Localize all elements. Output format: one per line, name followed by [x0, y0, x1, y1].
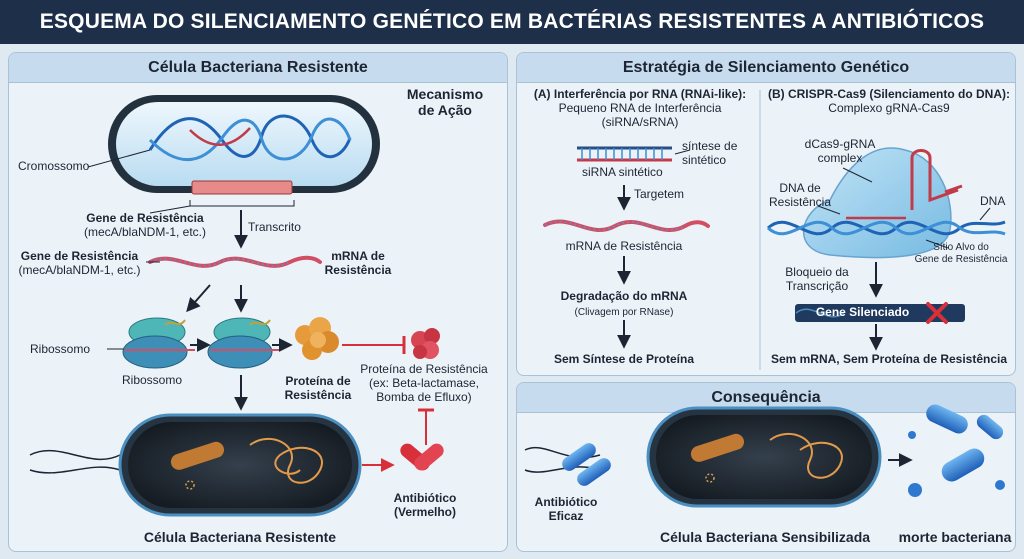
resistance-protein-label: Proteína de Resistência (ex: Beta-lactam… — [358, 362, 490, 404]
resistant-cell-top — [108, 95, 380, 195]
gene-res-mid-sub: (mecA/blaNDM-1, etc.) — [18, 262, 141, 277]
title-bar: ESQUEMA DO SILENCIAMENTO GENÉTICO EM BAC… — [0, 0, 1024, 44]
effective-antibiotic-label: Antibiótico Eficaz — [530, 495, 602, 524]
dcas9-label: dCas9-gRNA complex — [800, 137, 880, 166]
effective-line1: Antibiótico — [534, 495, 598, 509]
target-site-label: Sítio Alvo do Gene de Resistência — [906, 242, 1016, 265]
mrna-strand-left — [148, 255, 322, 268]
bacterial-death-label: morte bacteriana — [898, 529, 1012, 545]
gene-resistance-top-label: Gene de Resistência (mecA/blaNDM-1, etc.… — [70, 211, 220, 240]
red-antibiotic-blob — [411, 328, 440, 359]
protein-line2: Resistência — [284, 387, 352, 402]
dcas-line1: dCas9-gRNA — [804, 137, 876, 151]
rnai-title: (A) Interferência por RNA (RNAi-like): — [533, 87, 747, 101]
rnai-subtitle: Pequeno RNA de Interferência (siRNA/sRNA… — [520, 101, 760, 130]
antibiotic-red-line1: Antibiótico — [393, 491, 457, 505]
no-protein-label: Sem Síntese de Proteína — [553, 352, 695, 366]
protein-label: Proteína de Resistência — [278, 374, 358, 403]
synthesis-label: síntese de sintético — [682, 139, 738, 168]
gene-res-top-sub: (mecA/blaNDM-1, etc.) — [83, 224, 207, 239]
rnai-sub2: (siRNA/sRNA) — [601, 114, 679, 129]
dead-bacteria-fragments — [908, 404, 1005, 497]
dna-res-line1: DNA de — [779, 181, 821, 195]
chromosome-label: Cromossomo — [18, 159, 90, 173]
dna-label: DNA — [980, 194, 1006, 208]
mechanism-line2: de Ação — [418, 102, 472, 119]
antibiotic-red-label: Antibiótico (Vermelho) — [380, 491, 470, 520]
res-protein-title: Proteína de Resistência — [360, 362, 488, 376]
transcript-label: Transcrito — [248, 220, 301, 234]
ribosome-2 — [207, 317, 280, 369]
target-site-line1: Sítio Alvo do — [933, 242, 989, 253]
mrna-resistance-right-label: mRNA de Resistência — [565, 239, 683, 253]
page-title: ESQUEMA DO SILENCIAMENTO GENÉTICO EM BAC… — [39, 10, 985, 33]
sensitized-cell-caption: Célula Bacteriana Sensibilizada — [659, 529, 871, 545]
rnai-sub1: Pequeno RNA de Interferência — [558, 101, 722, 115]
resistant-cell-dark — [29, 413, 362, 517]
red-antibiotic-capsule — [400, 443, 444, 471]
degradation-label: Degradação do mRNA — [560, 289, 688, 303]
synth-line2: sintético — [682, 152, 727, 167]
mrna-line1: mRNA de — [331, 249, 385, 263]
gene-resistance-mid-label: Gene de Resistência (mecA/blaNDM-1, etc.… — [12, 249, 147, 278]
gene-silenced-bar — [795, 304, 965, 322]
mrna-line2: Resistência — [324, 262, 392, 277]
target-site-line2: Gene de Resistência — [914, 253, 1008, 265]
synth-line1: síntese de — [682, 139, 738, 153]
cleavage-label: (Clivagem por RNase) — [574, 307, 674, 318]
mrna-resistance-label: mRNA de Resistência — [318, 249, 398, 278]
protein-line1: Proteína de — [285, 374, 351, 388]
sensitized-cell — [646, 406, 882, 508]
sirna-duplex — [577, 146, 672, 162]
dcas-line2: complex — [817, 150, 863, 165]
left-panel-header: Célula Bacteriana Resistente — [9, 53, 507, 83]
res-protein-ex2: Bomba de Efluxo) — [376, 389, 472, 404]
ribosome-1 — [122, 317, 195, 369]
dna-resistance-label: DNA de Resistência — [764, 181, 836, 210]
crispr-subtitle: Complexo gRNA-Cas9 — [828, 101, 950, 115]
gene-silenced-label: Gene Silenciado — [815, 305, 910, 319]
block-line2: Transcrição — [785, 278, 849, 293]
strategy-panel-header: Estratégia de Silenciamento Genético — [517, 53, 1015, 83]
mechanism-label: Mecanismo de Ação — [395, 86, 495, 118]
ribosome-left-label: Ribossomo — [30, 342, 91, 356]
blue-antibiotic-capsule — [562, 443, 611, 486]
dna-res-line2: Resistência — [768, 194, 832, 209]
red-x-icon — [926, 302, 948, 324]
gene-res-mid-text: Gene de Resistência — [20, 249, 139, 263]
block-transcription-label: Bloqueio da Transcrição — [772, 265, 862, 294]
targets-label: Targetem — [634, 187, 685, 201]
antibiotic-red-line2: (Vermelho) — [393, 504, 456, 519]
crispr-title: (B) CRISPR-Cas9 (Silenciamento do DNA): — [767, 87, 1011, 101]
block-line1: Bloqueio da — [785, 265, 849, 279]
resistance-protein-blob — [295, 317, 339, 360]
mechanism-line1: Mecanismo — [406, 86, 484, 102]
dna-helix — [766, 220, 1006, 236]
dcas9-complex — [802, 147, 963, 259]
sirna-label: siRNA sintético — [582, 165, 663, 179]
res-protein-ex1: (ex: Beta-lactamase, — [368, 375, 480, 390]
no-mrna-label: Sem mRNA, Sem Proteína de Resistência — [770, 352, 1008, 366]
gene-res-top-text: Gene de Resistência — [86, 211, 204, 225]
resistant-cell-caption: Célula Bacteriana Resistente — [143, 529, 337, 545]
ribosome-bottom-label: Ribossomo — [122, 373, 183, 387]
effective-line2: Eficaz — [548, 508, 584, 523]
